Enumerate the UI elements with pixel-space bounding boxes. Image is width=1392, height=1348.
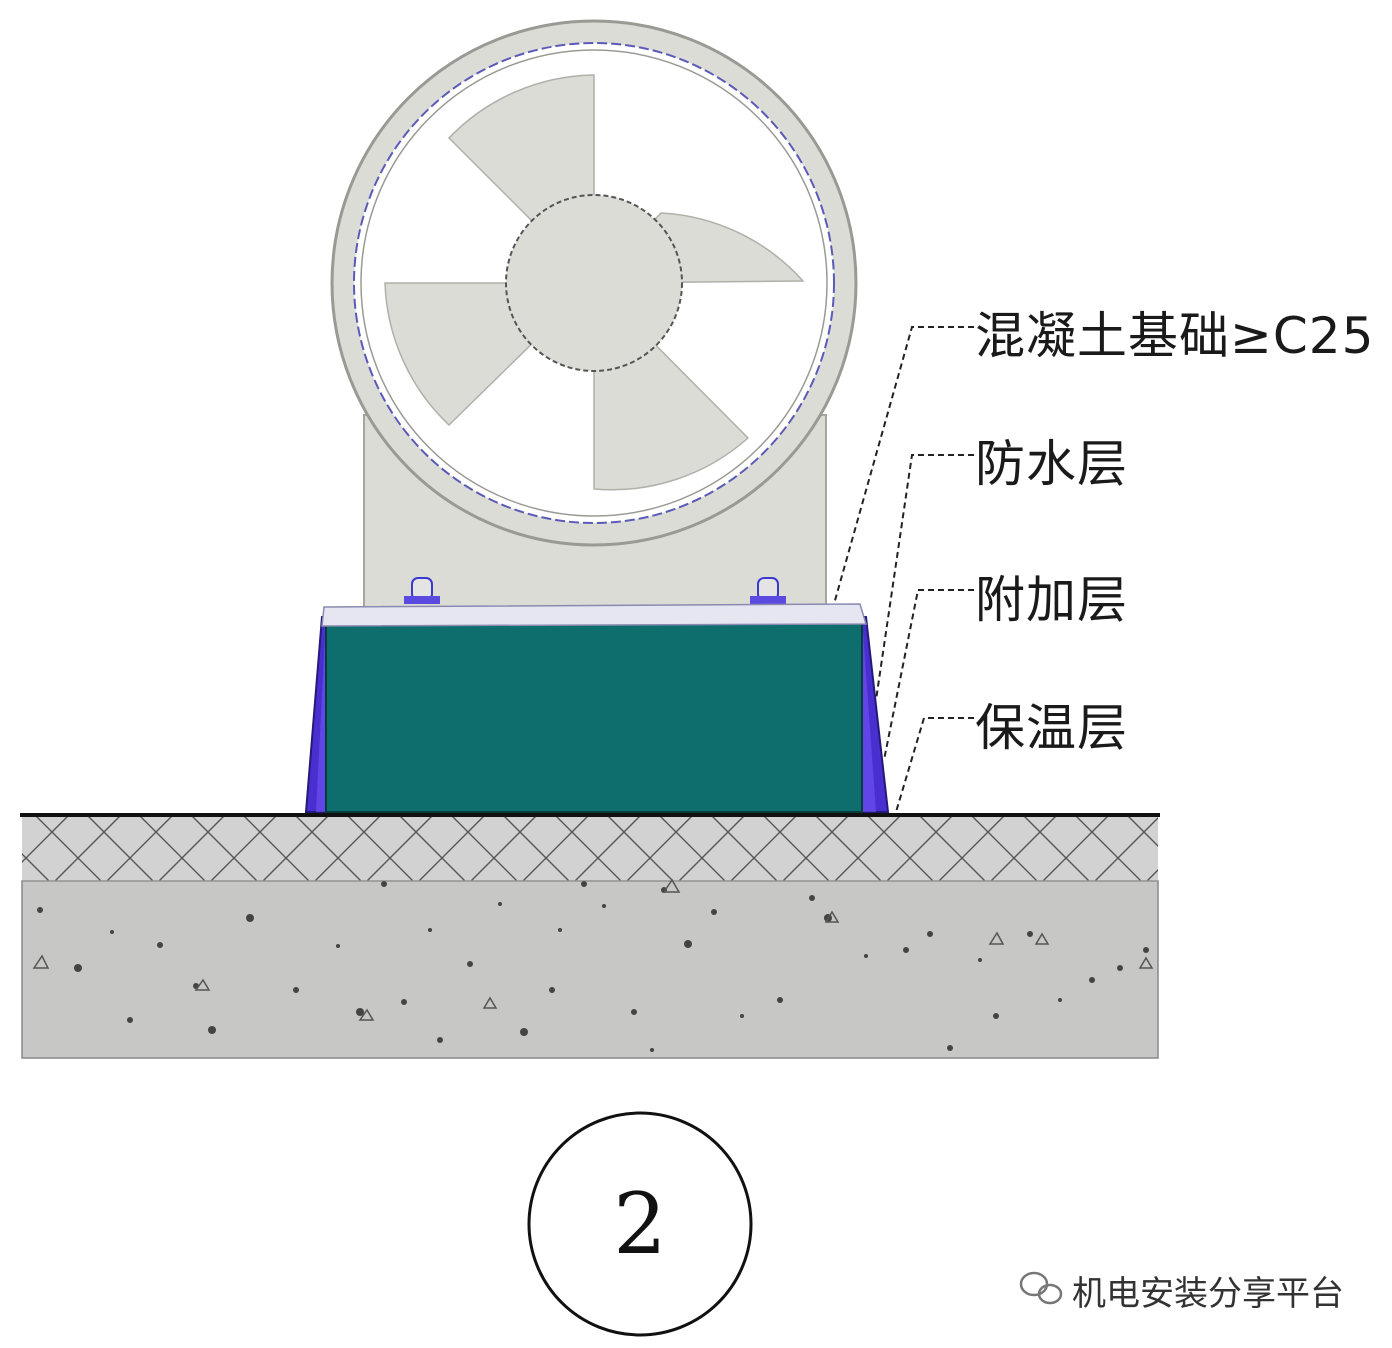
label-additional-layer: 附加层 xyxy=(975,571,1128,629)
roof-concrete-slab xyxy=(21,880,1159,1059)
figure-number: 2 xyxy=(613,1175,667,1273)
wechat-icon xyxy=(1019,1271,1063,1305)
figure-number-circle xyxy=(527,1111,753,1337)
label-waterproof-layer: 防水层 xyxy=(975,435,1128,493)
leader-additional xyxy=(883,589,974,761)
leader-foundation xyxy=(833,326,974,605)
concrete-foundation xyxy=(325,621,863,813)
leader-lines xyxy=(833,326,974,813)
label-insulation-layer: 保温层 xyxy=(975,699,1128,757)
anchor-bolt-left xyxy=(404,577,440,604)
watermark: 机电安装分享平台 xyxy=(1012,1262,1344,1318)
leader-waterproof xyxy=(875,454,974,701)
leader-insulation xyxy=(895,717,974,813)
foundation-cap xyxy=(321,603,868,627)
anchor-bolt-right xyxy=(750,577,786,604)
fan-hub xyxy=(505,194,683,372)
label-concrete-foundation: 混凝土基础≥C25 xyxy=(975,307,1375,365)
watermark-text: 机电安装分享平台 xyxy=(1072,1273,1344,1314)
axial-fan xyxy=(330,19,858,547)
aggregate-triangles xyxy=(32,878,1154,1021)
aggregate-texture xyxy=(37,881,1149,1052)
